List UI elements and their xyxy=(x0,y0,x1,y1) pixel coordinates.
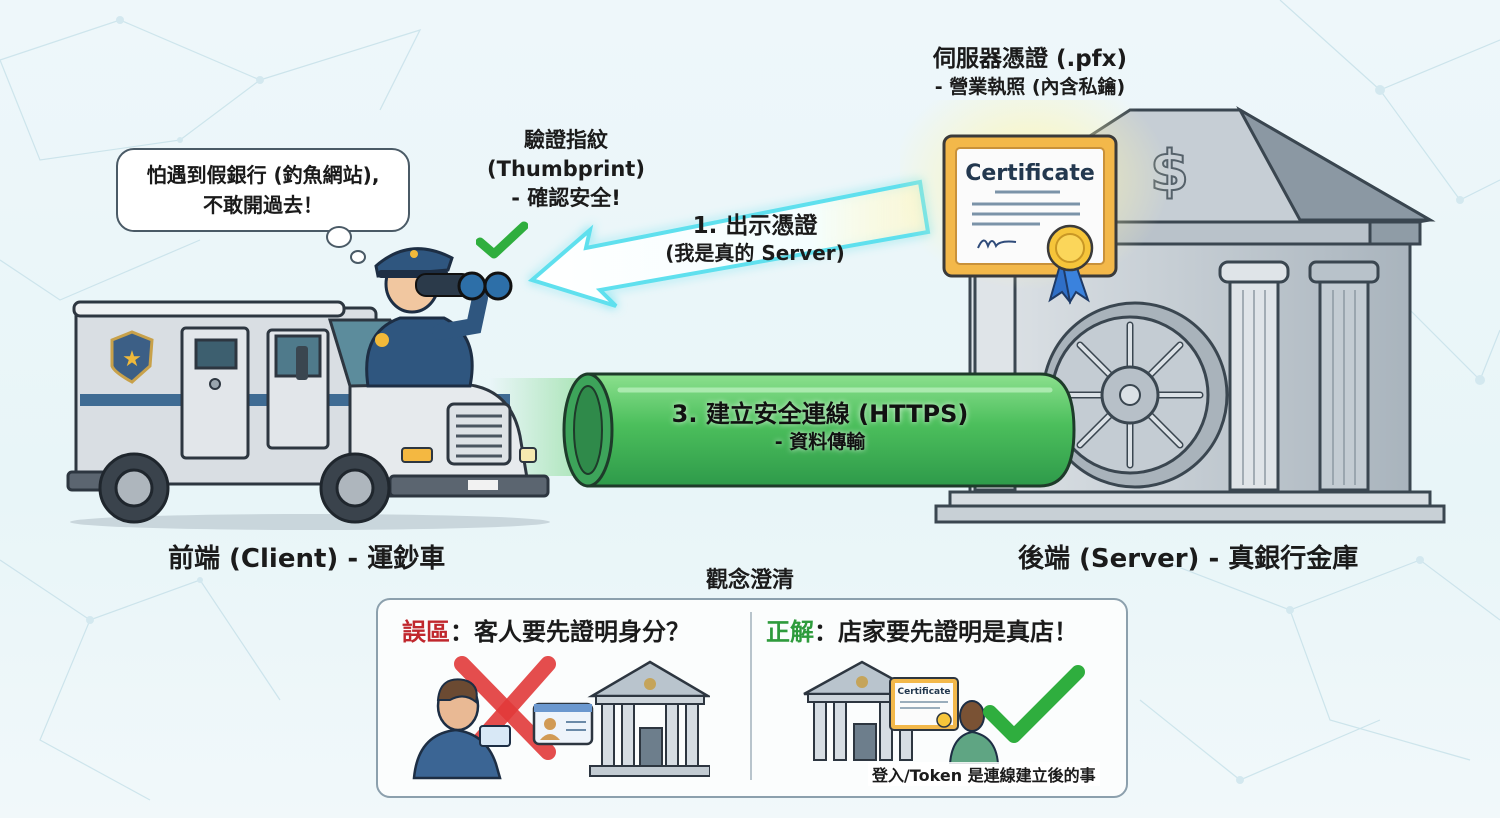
bank-vault-icon: $ Certificate xyxy=(900,100,1446,524)
server-cert-title: 伺服器憑證 (.pfx) xyxy=(932,46,1128,72)
misconception-illustration xyxy=(412,656,710,780)
certificate-icon: Certificate xyxy=(889,677,959,731)
checkmark-icon xyxy=(983,665,1085,743)
misconception-text: ：客人要先證明身分？ xyxy=(450,618,690,646)
id-card-icon xyxy=(532,702,594,746)
step1-label: 1. 出示憑證 (我是真的 Server) xyxy=(650,212,860,266)
armored-truck-icon: ★ xyxy=(66,247,550,530)
misconception-tag: 誤區 xyxy=(402,618,450,646)
server-caption: 後端 (Server) - 真銀行金庫 xyxy=(1018,544,1359,574)
thought-bubble: 怕遇到假銀行 (釣魚網站), 不敢開過去！ xyxy=(116,148,410,232)
verify-thumbprint-label: 驗證指紋 (Thumbprint) - 確認安全! xyxy=(478,126,654,213)
concept-divider xyxy=(750,612,752,780)
thought-bubble-dot xyxy=(350,250,366,264)
login-token-note: 登入/Token 是連線建立後的事 xyxy=(868,762,1100,786)
correct-illustration: Certificate xyxy=(803,660,1085,764)
verify-note: - 確認安全! xyxy=(511,186,621,210)
police-officer-icon xyxy=(365,247,513,388)
correct-tag: 正解 xyxy=(766,618,814,646)
step3-title: 3. 建立安全連線 (HTTPS) xyxy=(671,400,969,428)
binoculars-icon xyxy=(415,271,513,301)
thought-bubble-dot xyxy=(326,226,352,248)
shopkeeper-icon xyxy=(948,700,1000,764)
step3-subtitle: - 資料傳輸 xyxy=(774,431,866,453)
thought-bubble-line1: 怕遇到假銀行 (釣魚網站), xyxy=(146,163,380,187)
correct-text: ：店家要先證明是真店！ xyxy=(814,618,1078,646)
step1-title: 1. 出示憑證 xyxy=(692,213,818,239)
step3-label: 3. 建立安全連線 (HTTPS) - 資料傳輸 xyxy=(600,398,1040,454)
server-certificate-label: 伺服器憑證 (.pfx) - 營業執照 (內含私鑰) xyxy=(900,44,1160,100)
concept-title: 觀念澄清 xyxy=(705,568,794,593)
misconception-heading: 誤區：客人要先證明身分？ xyxy=(402,612,690,647)
step1-subtitle: (我是真的 Server) xyxy=(665,241,845,265)
correct-heading: 正解：店家要先證明是真店！ xyxy=(766,612,1078,647)
svg-text:★: ★ xyxy=(122,347,142,372)
svg-text:Certificate: Certificate xyxy=(965,161,1095,186)
svg-text:Certificate: Certificate xyxy=(897,687,950,697)
verify-subtitle: (Thumbprint) xyxy=(487,157,645,181)
server-cert-subtitle: - 營業執照 (內含私鑰) xyxy=(934,76,1126,98)
shield-star-icon xyxy=(110,330,154,384)
client-caption: 前端 (Client) - 運鈔車 xyxy=(168,544,446,574)
checkmark-icon xyxy=(476,221,528,259)
bank-icon xyxy=(587,660,710,777)
customer-icon xyxy=(412,678,511,780)
thought-bubble-line2: 不敢開過去！ xyxy=(203,193,323,217)
verify-title: 驗證指紋 xyxy=(524,128,608,152)
